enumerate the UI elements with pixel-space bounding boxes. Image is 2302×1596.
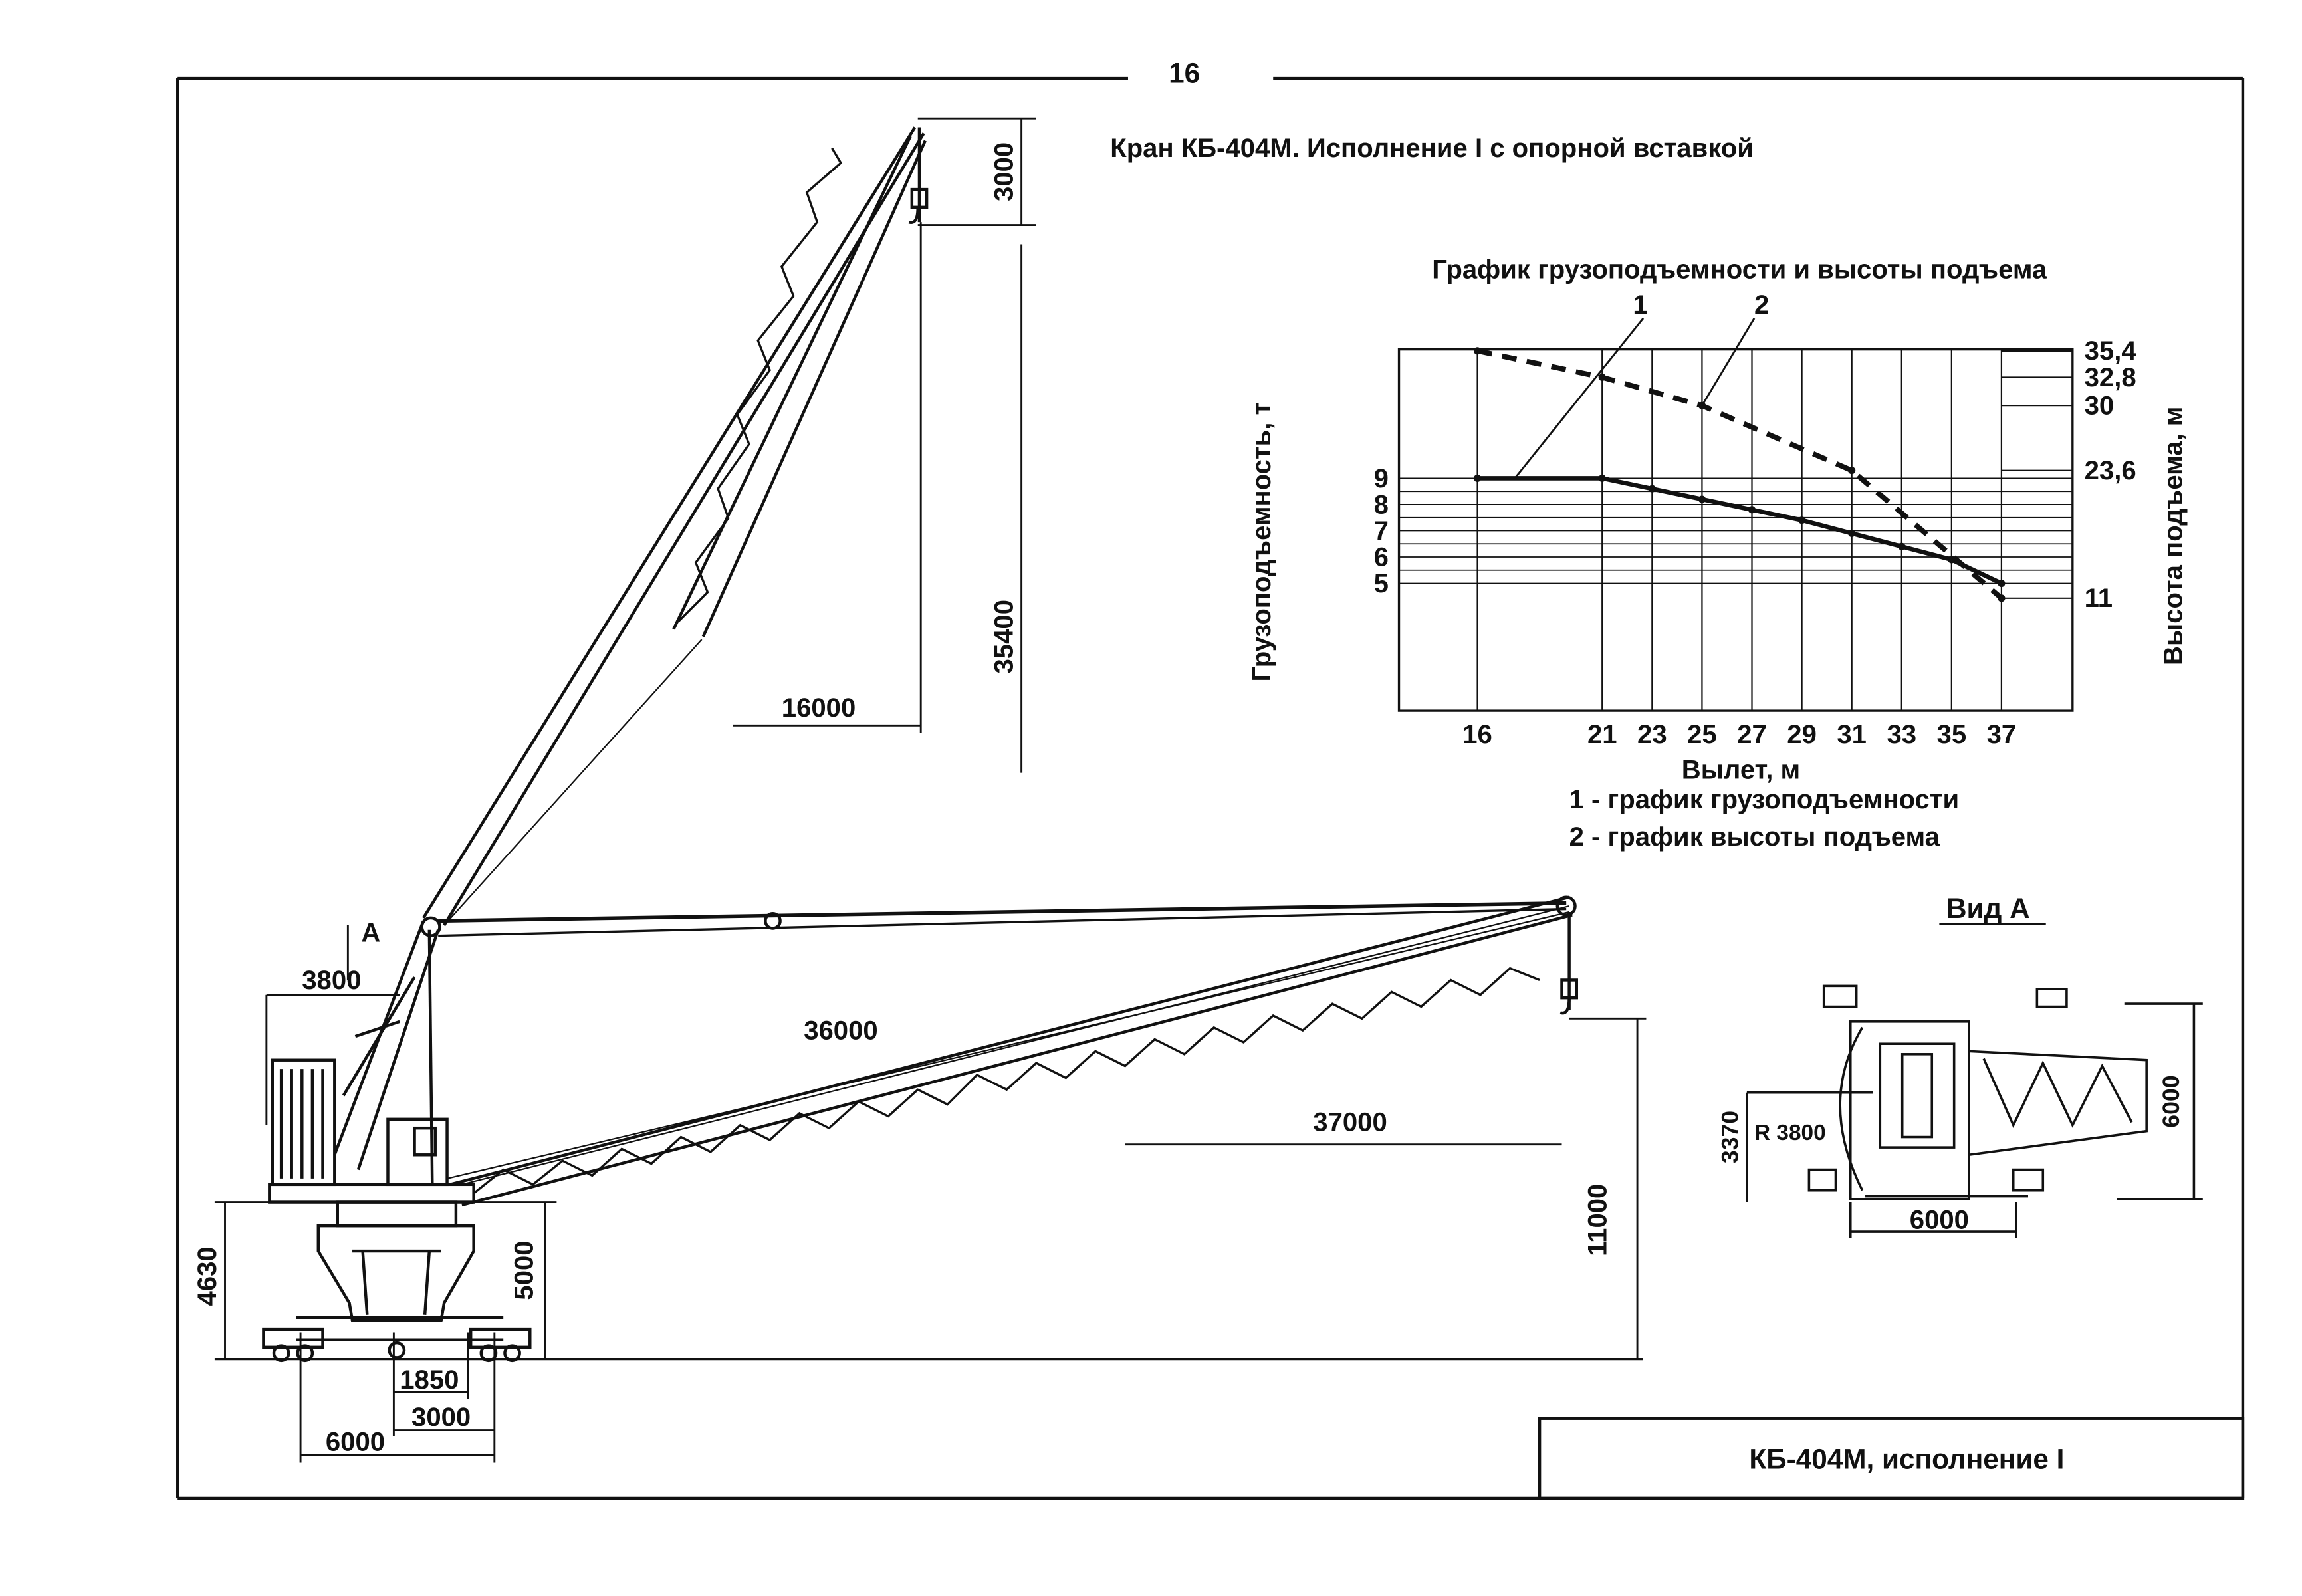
crane-drawing xyxy=(214,126,1643,1363)
title-block-text: КБ-404М, исполнение I xyxy=(1749,1443,2064,1474)
view-a-height: 6000 xyxy=(2158,1075,2184,1127)
section-marker-a: А xyxy=(361,919,380,948)
view-a-radius: R 3800 xyxy=(1754,1121,1826,1145)
counterweight xyxy=(271,1058,336,1187)
y-axis-label-left: Грузоподъемность, т xyxy=(1247,402,1276,682)
series-2-point xyxy=(1848,467,1856,475)
series-2-point xyxy=(1998,594,2006,602)
page-number: 16 xyxy=(1169,58,1200,89)
series-1-point xyxy=(1848,529,1856,537)
page-title: Кран КБ-404М. Исполнение I с опорной вст… xyxy=(1110,134,1754,163)
right-tick-labels: 35,432,830 23,6 11 xyxy=(2085,336,2137,613)
dim-5000: 5000 xyxy=(510,1240,539,1300)
series-1-line xyxy=(1477,476,2003,586)
chart-grid xyxy=(1399,349,2073,711)
x-tick-label: 35 xyxy=(1937,720,1967,749)
legend-entry-2: 2 - график высоты подъема xyxy=(1569,822,1940,852)
x-tick-label: 16 xyxy=(1462,720,1492,749)
view-a-width: 6000 xyxy=(1910,1206,1969,1235)
title-block xyxy=(1538,1417,2245,1500)
view-a-offset: 3370 xyxy=(1717,1111,1744,1163)
legend-entry-1: 1 - график грузоподъемности xyxy=(1569,785,1959,814)
tower xyxy=(333,916,441,1185)
chart-title: График грузоподъемности и высоты подъема xyxy=(1432,255,2047,285)
right-tick-label: 23,6 xyxy=(2085,456,2136,485)
right-tick-label: 32,8 xyxy=(2085,363,2136,392)
portal-support xyxy=(316,1200,475,1322)
x-tick-label: 27 xyxy=(1737,720,1767,749)
main-boom xyxy=(447,895,1578,1207)
series-1-point xyxy=(1798,516,1806,524)
view-a-drawing xyxy=(1746,923,2203,1238)
series-1-point xyxy=(1698,495,1706,503)
tie-rod xyxy=(438,901,1567,923)
x-tick-label: 25 xyxy=(1687,720,1717,749)
x-tick-label: 21 xyxy=(1587,720,1617,749)
dimension-lines xyxy=(214,117,1647,1463)
chart-frame xyxy=(1397,348,2074,712)
x-tick-label: 37 xyxy=(1987,720,2017,749)
dim-3800: 3800 xyxy=(302,966,361,995)
dim-36000: 36000 xyxy=(804,1016,877,1046)
view-a-title: Вид А xyxy=(1946,893,2030,924)
series-1-point xyxy=(1598,474,1606,482)
dim-37000: 37000 xyxy=(1313,1108,1387,1137)
x-axis-label: Вылет, м xyxy=(1682,756,1800,785)
series-1-point xyxy=(1748,506,1756,514)
left-tick-label: 8 xyxy=(1374,490,1389,519)
left-tick-label: 5 xyxy=(1374,569,1389,598)
series-2-point xyxy=(1598,373,1606,382)
series-1-point xyxy=(1898,542,1906,550)
left-tick-label: 9 xyxy=(1374,464,1389,493)
load-height-chart: График грузоподъемности и высоты подъема… xyxy=(1247,255,2188,852)
series-2-line xyxy=(1476,348,2004,600)
dim-6000-base: 6000 xyxy=(326,1428,385,1457)
right-tick-label: 30 xyxy=(2085,392,2115,421)
upper-jib xyxy=(422,126,929,927)
series-1-point xyxy=(1473,474,1482,482)
series-2-leader xyxy=(1701,318,1756,406)
left-tick-label: 7 xyxy=(1374,516,1389,546)
right-tick-label: 35,4 xyxy=(2085,336,2137,366)
y-axis-label-right: Высота подъема, м xyxy=(2159,407,2188,665)
dim-11000: 11000 xyxy=(1583,1184,1612,1256)
series-1-leader xyxy=(1514,317,1645,479)
dim-16000: 16000 xyxy=(782,693,856,723)
series-1-label: 1 xyxy=(1633,290,1647,320)
dim-3000-base: 3000 xyxy=(411,1403,471,1432)
undercarriage xyxy=(262,1316,532,1363)
dim-4630: 4630 xyxy=(193,1246,222,1306)
dim-3000-top: 3000 xyxy=(989,142,1018,201)
series-1-point xyxy=(1648,485,1656,493)
series-2-point xyxy=(1473,347,1482,355)
x-tick-label: 33 xyxy=(1887,720,1916,749)
x-tick-label: 31 xyxy=(1837,720,1867,749)
series-1-point xyxy=(1998,579,2006,588)
x-tick-labels: 16 21 23 25 27 29 31 33 35 37 xyxy=(1462,720,2016,749)
right-tick-label: 11 xyxy=(2085,584,2113,613)
x-tick-label: 23 xyxy=(1637,720,1667,749)
left-tick-label: 6 xyxy=(1374,542,1389,572)
dim-1850: 1850 xyxy=(400,1365,459,1395)
dim-35400: 35400 xyxy=(989,600,1018,673)
cabin xyxy=(386,1117,449,1187)
series-2-label: 2 xyxy=(1754,290,1769,320)
x-tick-label: 29 xyxy=(1787,720,1817,749)
